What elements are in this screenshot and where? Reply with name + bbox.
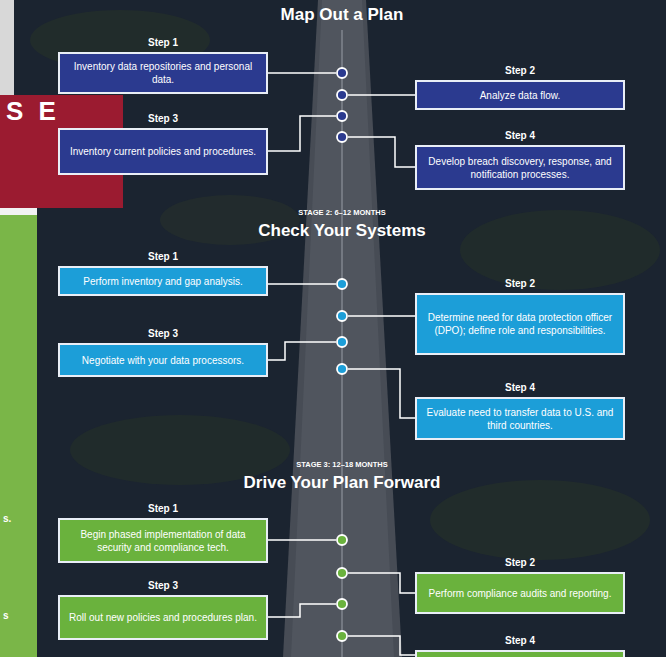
step-text: Develop breach discovery, response, and … xyxy=(425,155,615,181)
step-label: Step 4 xyxy=(417,129,623,142)
stage-heading: Map Out a Plan xyxy=(0,6,666,25)
stage-heading: Drive Your Plan Forward xyxy=(0,474,666,493)
process-box: Step 4Develop breach discovery, response… xyxy=(415,145,625,190)
process-box: Step 3Roll out new policies and procedur… xyxy=(58,595,268,640)
process-box: Step 2Determine need for data protection… xyxy=(415,293,625,355)
step-text: Begin phased implementation of data secu… xyxy=(68,528,258,554)
step-label: Step 4 xyxy=(417,381,623,394)
step-text: Analyze data flow. xyxy=(425,89,615,102)
panel-fragment: s xyxy=(3,610,9,621)
stage-tag: STAGE 3: 12–18 MONTHS xyxy=(0,461,666,469)
process-box: Step 1Inventory data repositories and pe… xyxy=(58,52,268,94)
process-box: Step 2Perform compliance audits and repo… xyxy=(415,572,625,614)
step-label: Step 3 xyxy=(60,327,266,340)
step-label: Step 2 xyxy=(417,64,623,77)
step-label: Step 1 xyxy=(60,250,266,263)
process-box: Step 1Perform inventory and gap analysis… xyxy=(58,266,268,296)
step-text: Perform compliance audits and reporting. xyxy=(425,587,615,600)
stage-tag: STAGE 2: 6–12 MONTHS xyxy=(0,209,666,217)
panel-gap xyxy=(0,208,37,215)
step-text: Evaluate need to transfer data to U.S. a… xyxy=(425,406,615,432)
step-label: Step 3 xyxy=(60,112,266,125)
step-label: Step 1 xyxy=(60,36,266,49)
process-box: Step 2Analyze data flow. xyxy=(415,80,625,110)
step-text: Roll out new policies and procedures pla… xyxy=(68,611,258,624)
brand-letters: S E xyxy=(6,97,60,126)
process-box: Step 4 xyxy=(415,650,625,657)
side-panel xyxy=(0,215,37,657)
step-text: Determine need for data protection offic… xyxy=(425,311,615,337)
process-box: Step 1Begin phased implementation of dat… xyxy=(58,518,268,563)
process-box: Step 4Evaluate need to transfer data to … xyxy=(415,397,625,440)
panel-fragment: s. xyxy=(3,513,11,524)
step-text: Inventory current policies and procedure… xyxy=(68,145,258,158)
step-label: Step 3 xyxy=(60,579,266,592)
scan-edge xyxy=(0,0,14,100)
step-text: Negotiate with your data processors. xyxy=(68,354,258,367)
stage-heading: Check Your Systems xyxy=(0,222,666,241)
process-box: Step 3Negotiate with your data processor… xyxy=(58,343,268,377)
step-label: Step 2 xyxy=(417,277,623,290)
step-text: Inventory data repositories and personal… xyxy=(68,60,258,86)
process-box: Step 3Inventory current policies and pro… xyxy=(58,128,268,175)
step-label: Step 2 xyxy=(417,556,623,569)
step-text: Perform inventory and gap analysis. xyxy=(68,275,258,288)
step-label: Step 1 xyxy=(60,502,266,515)
step-label: Step 4 xyxy=(417,634,623,647)
